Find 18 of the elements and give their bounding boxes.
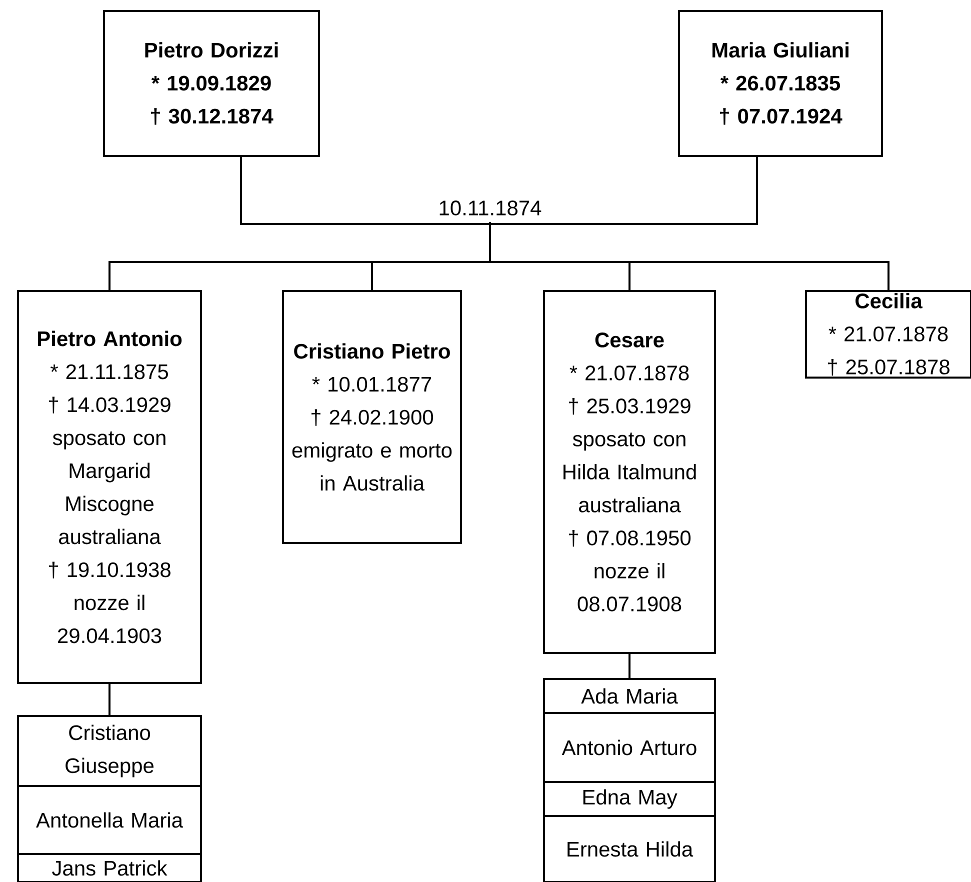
person-box: Ernesta Hilda xyxy=(543,815,716,882)
person-box: Pietro Dorizzi * 19.09.1829 † 30.12.1874 xyxy=(103,10,320,157)
person-box: Cecilia * 21.07.1878 † 25.07.1878 xyxy=(805,290,971,379)
person-box: Pietro Antonio * 21.11.1875 † 14.03.1929 sposato con Margarid Miscogne australiana † 19.10.1938 nozze il 29.04.1903 xyxy=(17,290,202,684)
person-box: Cristiano Pietro * 10.01.1877 † 24.02.1900 emigrato e morto in Australia xyxy=(282,290,462,544)
edge-label: 10.11.1874 xyxy=(440,200,542,216)
connector-line xyxy=(489,222,890,290)
person-box: Antonella Maria xyxy=(17,785,202,855)
person-box: Cesare * 21.07.1878 † 25.03.1929 sposato con Hilda Italmund australiana † 07.08.1950 nozze il 08.07.1908 xyxy=(543,290,716,654)
person-box: Antonio Arturo xyxy=(543,712,716,783)
person-box: Edna May xyxy=(543,781,716,817)
person-box: Cristiano Giuseppe xyxy=(17,715,202,787)
connector-line xyxy=(240,157,758,225)
person-box: Ada Maria xyxy=(543,678,716,714)
connector-line xyxy=(628,654,630,678)
person-box: Jans Patrick xyxy=(17,853,202,882)
connector-line xyxy=(108,684,110,715)
person-box: Maria Giuliani * 26.07.1835 † 07.07.1924 xyxy=(678,10,883,157)
